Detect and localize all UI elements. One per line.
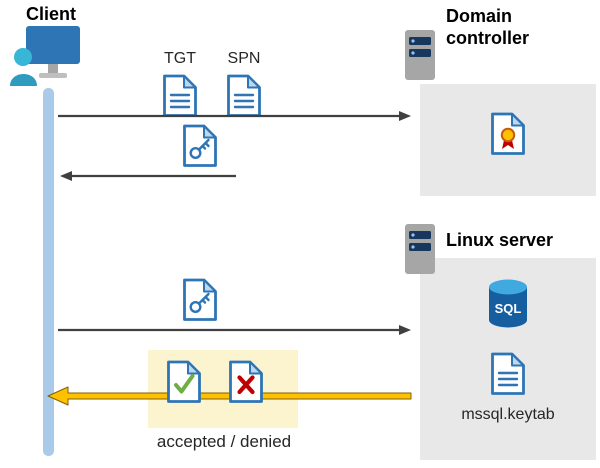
- arrow-domain-controller-to-client: [60, 171, 236, 181]
- spn-document-icon: [227, 74, 261, 117]
- tgt-document-icon: [163, 74, 197, 117]
- domain-controller-label: Domain controller: [446, 6, 530, 48]
- spn-label: SPN: [227, 50, 261, 67]
- client-person-computer-icon: [10, 26, 80, 86]
- tgt-label: TGT: [164, 50, 196, 67]
- certificate-document-icon: [491, 112, 525, 155]
- arrow-client-to-domain-controller: [58, 111, 411, 121]
- arrow-client-to-linux-server: [58, 325, 411, 335]
- linux-server-icon: [405, 224, 435, 274]
- denied-document-icon: [229, 360, 263, 403]
- keytab-label: mssql.keytab: [461, 406, 555, 423]
- client-timeline-bar: [43, 88, 54, 456]
- linux-server-label: Linux server: [446, 230, 554, 250]
- result-label: accepted / denied: [156, 432, 292, 451]
- sql-database-label: SQL: [495, 301, 522, 316]
- service-ticket-key-document-icon: [183, 278, 217, 321]
- keytab-document-icon: [491, 352, 525, 395]
- domain-controller-server-icon: [405, 30, 435, 80]
- sql-database-icon: SQL: [489, 279, 527, 328]
- client-label: Client: [26, 4, 77, 24]
- accepted-document-icon: [167, 360, 201, 403]
- ticket-key-document-icon: [183, 124, 217, 167]
